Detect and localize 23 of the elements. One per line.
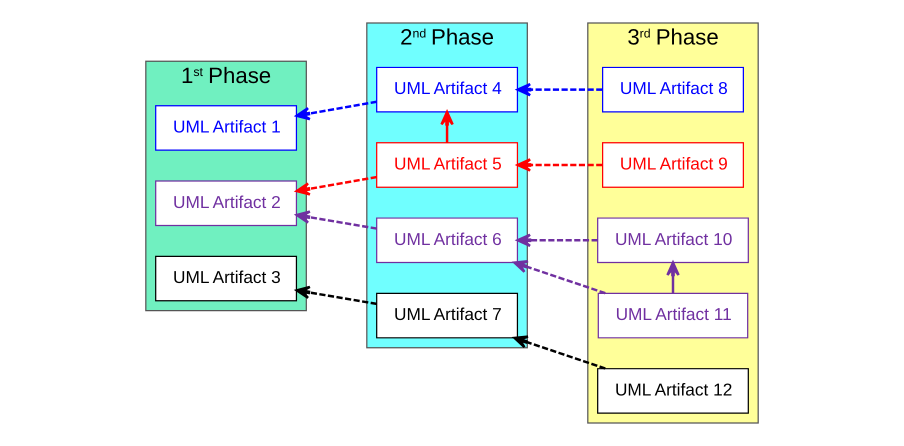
node-box: UML Artifact 8 xyxy=(602,66,744,112)
arrow xyxy=(516,82,602,96)
arrow xyxy=(513,260,606,294)
node-box: UML Artifact 2 xyxy=(155,180,298,226)
arrow xyxy=(513,335,606,370)
node-box: UML Artifact 11 xyxy=(598,292,748,338)
arrow xyxy=(296,100,377,120)
node-box: UML Artifact 12 xyxy=(597,368,749,414)
arrow xyxy=(516,158,602,172)
node-box: UML Artifact 5 xyxy=(376,142,518,188)
arrow xyxy=(516,234,598,248)
arrow xyxy=(440,110,454,143)
arrow xyxy=(666,261,680,294)
node-box: UML Artifact 9 xyxy=(602,142,744,188)
node-box: UML Artifact 10 xyxy=(597,217,749,264)
node-box: UML Artifact 7 xyxy=(376,292,518,338)
node-box: UML Artifact 6 xyxy=(376,217,518,264)
arrow xyxy=(296,286,377,306)
node-box: UML Artifact 3 xyxy=(155,256,298,302)
arrow xyxy=(296,210,377,230)
node-box: UML Artifact 4 xyxy=(376,66,518,112)
node-box: UML Artifact 1 xyxy=(155,105,298,151)
arrow xyxy=(296,176,377,196)
